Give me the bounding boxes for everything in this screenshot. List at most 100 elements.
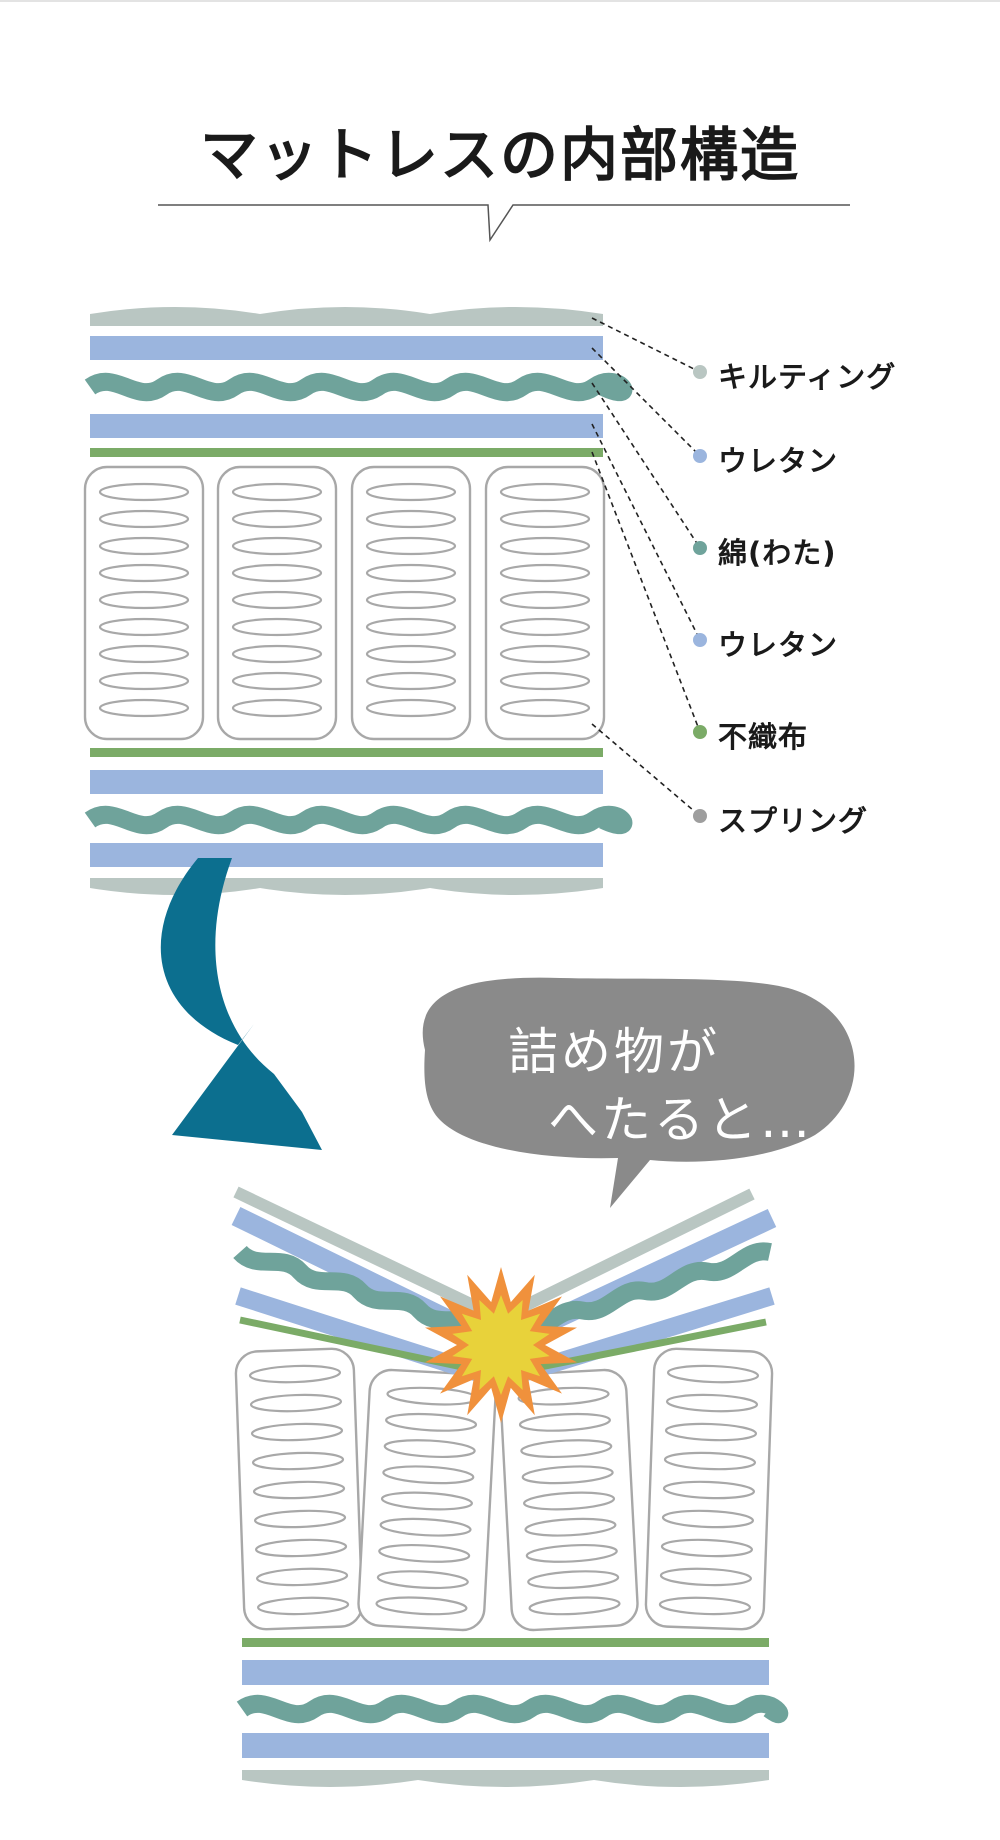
- spring-coil: [517, 1386, 610, 1406]
- legend-dot: [693, 449, 707, 463]
- mattress-normal: [83, 307, 633, 895]
- spring-coil: [231, 617, 323, 637]
- legend-dot: [693, 725, 707, 739]
- spring-coil: [375, 1596, 468, 1616]
- spring-pocket-compressed: [644, 1347, 774, 1631]
- spring-coil-column: [658, 1364, 760, 1616]
- spring-pocket-outline: [644, 1347, 774, 1631]
- spring-layer: [83, 465, 606, 741]
- speech-bubble: [422, 977, 855, 1208]
- urethane-layer-compressed-4: [242, 1733, 769, 1758]
- spring-coil: [499, 509, 591, 529]
- spring-coil: [664, 1422, 758, 1442]
- spring-coil: [253, 1509, 347, 1529]
- spring-coil: [662, 1480, 756, 1500]
- spring-coil: [249, 1393, 343, 1413]
- spring-pocket-outline: [234, 1347, 364, 1631]
- spring-coil: [231, 563, 323, 583]
- bubble-text-line1: 詰め物が: [508, 1023, 720, 1081]
- legend-dot: [693, 633, 707, 647]
- spring-pocket: [83, 465, 205, 741]
- nonwoven-layer-bottom: [90, 748, 603, 757]
- spring-coil: [98, 644, 190, 664]
- quilting-layer-top: [90, 307, 603, 326]
- nonwoven-layer-compressed-bottom: [242, 1638, 769, 1647]
- spring-coil: [382, 1465, 475, 1485]
- urethane-layer-3: [90, 770, 603, 794]
- spring-coil: [524, 1517, 617, 1537]
- spring-coil: [659, 1567, 753, 1587]
- spring-coil: [523, 1491, 616, 1511]
- spring-coil: [499, 698, 591, 718]
- legend-label-quilting: キルティング: [718, 360, 897, 394]
- quilting-layer-compressed-bottom: [242, 1770, 769, 1787]
- cotton-layer-compressed: [233, 1242, 772, 1340]
- spring-coil: [255, 1567, 349, 1587]
- spring-coil: [666, 1364, 760, 1384]
- spring-coil: [499, 617, 591, 637]
- spring-pocket-compressed: [499, 1368, 639, 1632]
- spring-coil: [499, 671, 591, 691]
- spring-coil: [252, 1480, 346, 1500]
- spring-coil: [385, 1412, 478, 1432]
- spring-coil-column: [248, 1364, 350, 1616]
- spring-coil: [98, 698, 190, 718]
- spring-coil: [499, 590, 591, 610]
- spring-coil: [250, 1422, 344, 1442]
- title-underline: [158, 204, 850, 243]
- spring-coil: [499, 536, 591, 556]
- spring-pocket-outline: [499, 1368, 639, 1632]
- legend-dots: [693, 365, 707, 823]
- spring-coil: [383, 1439, 476, 1458]
- spring-coil: [499, 644, 591, 664]
- spring-coil: [660, 1538, 754, 1558]
- spring-coil: [257, 1596, 350, 1616]
- spring-coil: [380, 1491, 473, 1511]
- urethane-layer-4: [90, 843, 603, 867]
- page-title: マットレスの内部構造: [199, 121, 800, 189]
- spring-coil: [98, 509, 190, 529]
- spring-coil: [520, 1439, 613, 1458]
- spring-coil-column: [365, 482, 457, 718]
- spring-pocket: [350, 465, 472, 741]
- spring-coil: [231, 671, 323, 691]
- spring-coil: [518, 1412, 611, 1432]
- spring-coil: [525, 1543, 618, 1563]
- quilting-layer-bottom: [90, 878, 603, 895]
- spring-coil: [231, 536, 323, 556]
- legend-dot: [693, 365, 707, 379]
- spring-coil: [98, 671, 190, 691]
- spring-coil: [231, 509, 323, 529]
- spring-coil: [365, 590, 457, 610]
- spring-coil: [499, 482, 591, 502]
- spring-coil: [665, 1393, 759, 1413]
- spring-coil: [499, 563, 591, 583]
- spring-coil: [661, 1509, 755, 1529]
- bubble-text-line2: へたると…: [548, 1091, 813, 1149]
- legend-label-urethane-1: ウレタン: [718, 444, 839, 478]
- spring-coil: [528, 1596, 621, 1616]
- spring-coil: [365, 563, 457, 583]
- spring-coil: [527, 1570, 620, 1590]
- spring-coil: [98, 617, 190, 637]
- spring-coil: [98, 563, 190, 583]
- cotton-layer-bottom: [84, 805, 633, 835]
- spring-layer-compressed: [234, 1347, 774, 1632]
- legend-label-spring: スプリング: [718, 804, 869, 838]
- spring-coil: [365, 536, 457, 556]
- spring-coil: [231, 590, 323, 610]
- spring-pocket-compressed: [234, 1347, 364, 1631]
- legend-label-cotton: 綿(わた): [718, 536, 837, 570]
- leader-lines: [591, 317, 701, 817]
- spring-pocket-compressed: [357, 1368, 497, 1632]
- nonwoven-layer-top: [90, 448, 603, 457]
- spring-coil: [251, 1451, 345, 1471]
- urethane-layer-2: [90, 414, 603, 438]
- spring-coil: [98, 482, 190, 502]
- spring-coil: [365, 509, 457, 529]
- spring-coil: [231, 482, 323, 502]
- urethane-layer-compressed-3: [242, 1660, 769, 1685]
- spring-coil: [658, 1596, 751, 1616]
